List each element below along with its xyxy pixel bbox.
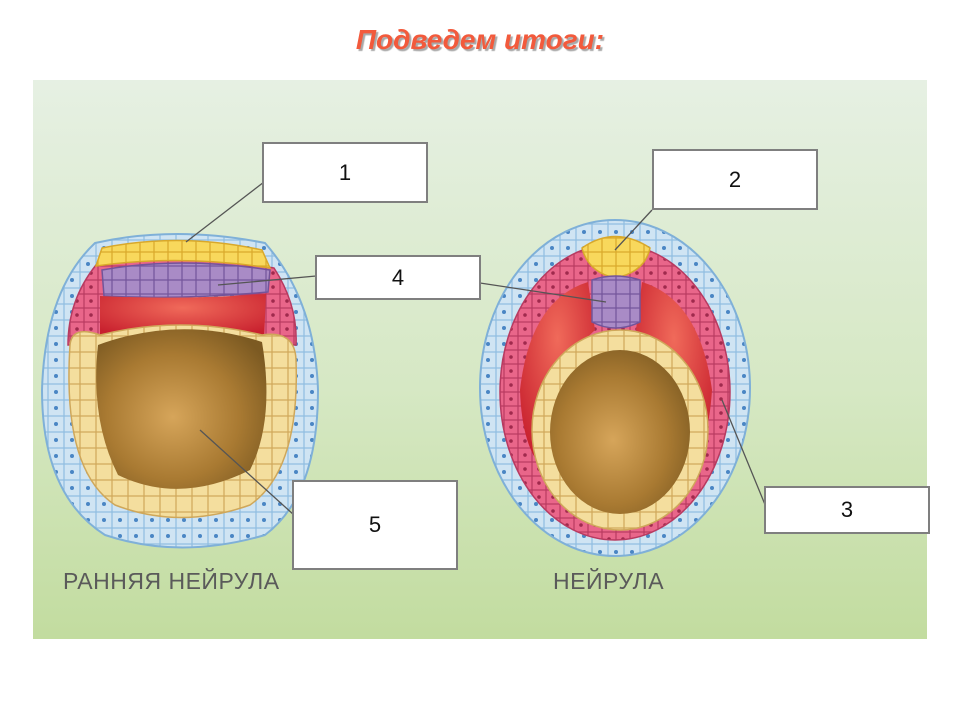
pointer-lines — [185, 181, 767, 516]
pointer-line-4b — [479, 282, 607, 303]
pointer-line-4 — [217, 275, 317, 286]
neurula-neural-plate — [581, 235, 651, 279]
neurula-chordamesoderm — [591, 275, 641, 329]
pointer-line-5 — [199, 429, 295, 516]
pointer-line-2 — [614, 209, 653, 251]
pointer-line-3 — [721, 399, 767, 508]
label-box-4[interactable]: 4 — [315, 255, 481, 300]
slide-title: Подведем итоги: — [355, 24, 605, 55]
label-box-5[interactable]: 5 — [292, 480, 458, 570]
label-box-2[interactable]: 2 — [652, 149, 818, 210]
pointer-line-1 — [185, 181, 265, 243]
early-yolk — [96, 329, 267, 489]
early-neurula-embryo — [40, 233, 320, 549]
neurula-yolk — [550, 350, 690, 514]
neurula-embryo — [479, 219, 751, 557]
stage-label-early-neurula: РАННЯЯ НЕЙРУЛА — [63, 568, 280, 594]
label-box-3[interactable]: 3 — [764, 486, 930, 534]
label-box-1[interactable]: 1 — [262, 142, 428, 203]
early-neural-plate — [94, 239, 272, 269]
stage-label-neurula: НЕЙРУЛА — [553, 568, 665, 594]
early-chordamesoderm — [101, 262, 271, 299]
